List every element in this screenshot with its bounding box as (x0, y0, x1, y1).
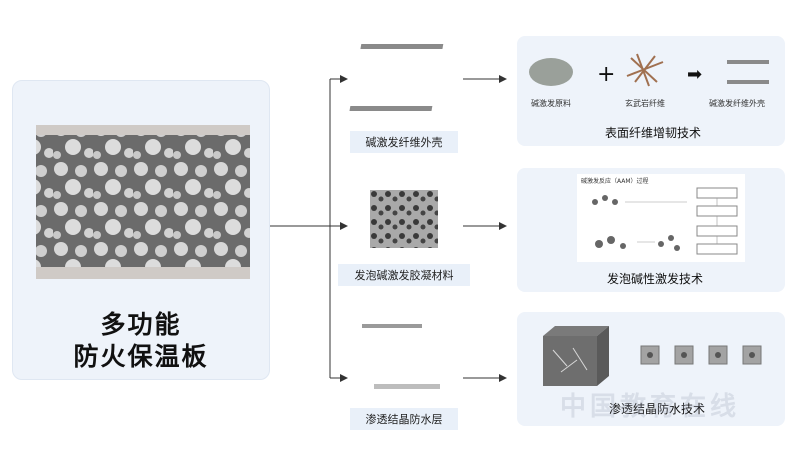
foam-material-illustration (370, 190, 438, 248)
tech-title-waterproof: 渗透结晶防水技术 (609, 402, 706, 416)
item-label-fiber-shell: 碱激发纤维外壳 (709, 99, 765, 108)
plus-operator: + (597, 62, 616, 87)
watermark: 中国教育在线 (560, 392, 741, 422)
waterproof-layer-illustration (362, 324, 440, 389)
item-label-basalt-fiber: 玄武岩纤维 (625, 99, 665, 108)
aam-process-figure: 碱激发反应（AAM）过程 (577, 174, 745, 262)
arrow-operator: ➡ (687, 64, 703, 85)
tech-title-surface-fiber: 表面纤维增韧技术 (605, 126, 702, 140)
layer-label-foam-material: 发泡碱激发胶凝材料 (338, 264, 470, 286)
aam-process-diagram (592, 187, 738, 255)
item-label-raw-material: 碱激发原料 (531, 99, 571, 108)
layer-label-waterproof: 渗透结晶防水层 (350, 408, 458, 430)
board-title-line2: 防火保温板 (73, 342, 209, 371)
board-title-line1: 多功能 (100, 310, 182, 339)
layer-label-fiber-shell: 碱激发纤维外壳 (350, 131, 458, 153)
fiber-shell-illustration (349, 44, 444, 111)
multifunction-board-panel: 多功能 防火保温板 (12, 80, 270, 380)
tech-panel-foaming: 碱激发反应（AAM）过程 发泡碱性激发技术 (517, 168, 785, 292)
tech-panel-waterproof: 渗透结晶防水技术 (517, 312, 785, 426)
aam-figure-heading: 碱激发反应（AAM）过程 (581, 178, 649, 185)
crystal-waterproof-figure (543, 326, 762, 386)
tech-panel-surface-fiber: + ➡ 碱激发原料 玄武岩纤维 碱激发纤维外壳 表面纤维增韧技术 (517, 36, 785, 146)
tech-title-foaming: 发泡碱性激发技术 (607, 272, 704, 286)
surface-fiber-figure (529, 53, 769, 87)
board-illustration (36, 125, 250, 279)
